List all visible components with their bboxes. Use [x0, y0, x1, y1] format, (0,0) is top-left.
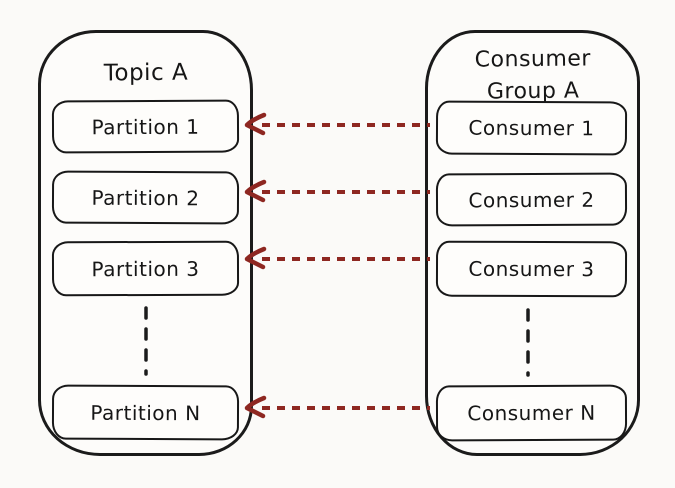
assignment-arrow-1: [244, 112, 430, 136]
consumer-box-1: Consumer 1: [435, 100, 628, 156]
partition-box-3: Partition 3: [51, 240, 240, 297]
assignment-arrow-2: [244, 179, 430, 203]
partition-box-n: Partition N: [51, 384, 240, 441]
consumer-box-2: Consumer 2: [435, 172, 628, 227]
partition-box-1: Partition 1: [51, 99, 240, 154]
consumer-group-title: Consumer Group A: [474, 46, 591, 105]
topic-container: Topic A Partition 1 Partition 2 Partitio…: [38, 30, 253, 456]
partition-box-2: Partition 2: [51, 170, 240, 225]
assignment-arrow-n: [244, 395, 430, 419]
consumer-box-3: Consumer 3: [435, 240, 628, 298]
assignment-arrow-3: [244, 246, 430, 270]
topic-title: Topic A: [103, 59, 188, 87]
consumer-group-container: Consumer Group A Consumer 1 Consumer 2 C…: [425, 30, 640, 456]
consumer-box-n: Consumer N: [435, 384, 628, 442]
